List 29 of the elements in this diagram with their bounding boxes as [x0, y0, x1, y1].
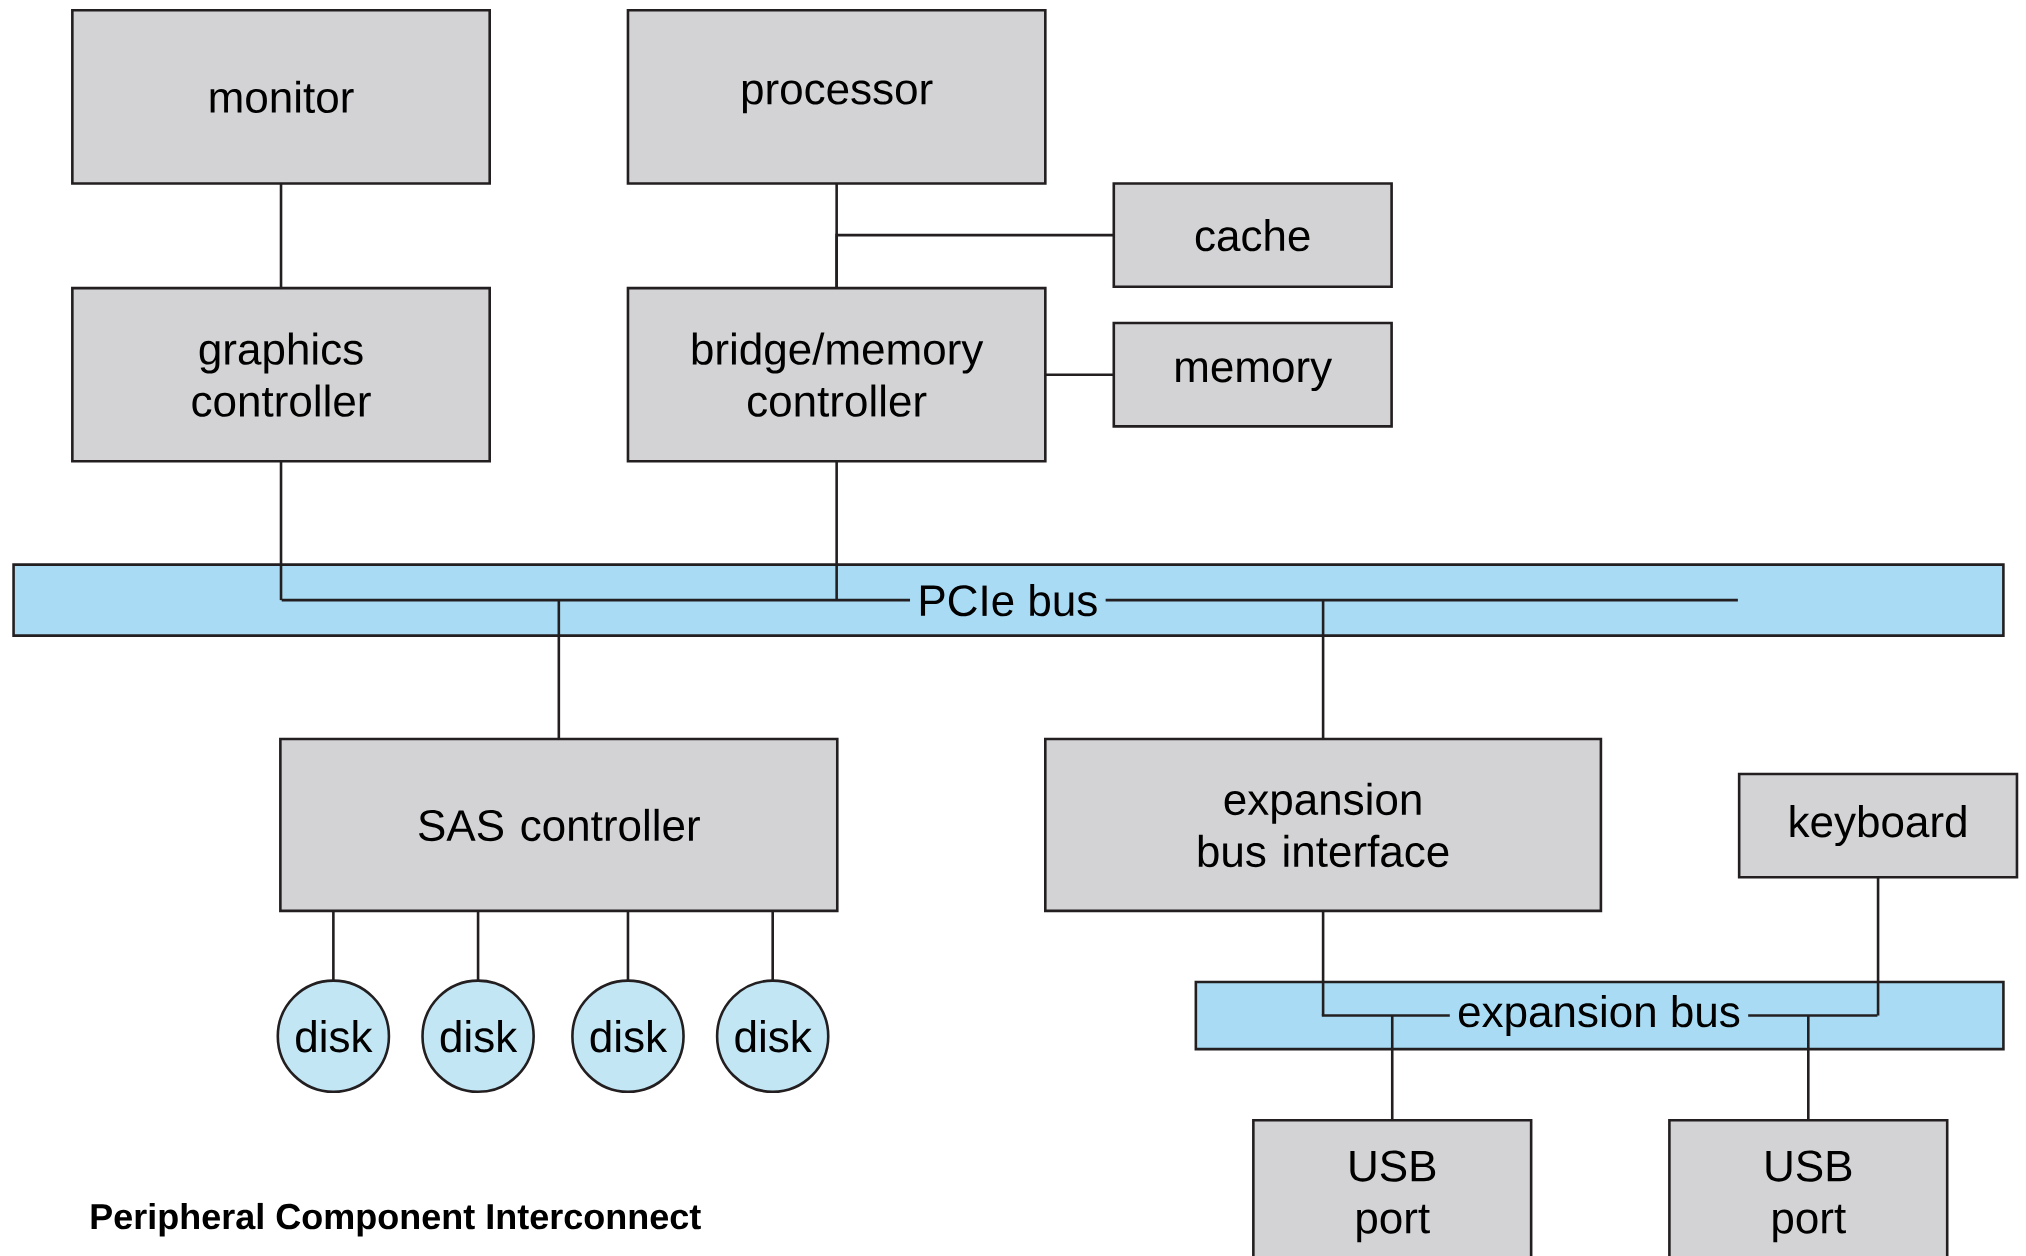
component-box: monitor: [71, 9, 491, 185]
connector-line: [279, 183, 283, 289]
component-box: graphics controller: [71, 286, 491, 463]
connector-line: [1876, 877, 1880, 1016]
connector-line: [1390, 1015, 1394, 1121]
component-box: SAS controller: [279, 737, 839, 913]
connector-line: [626, 910, 630, 981]
component-box: keyboard: [1737, 772, 2019, 879]
component-box: USB port: [1252, 1118, 1533, 1256]
component-box: memory: [1112, 321, 1393, 428]
component-box: bridge/memory controller: [626, 286, 1047, 463]
component-box: cache: [1112, 182, 1393, 289]
connector-line: [1321, 600, 1325, 740]
connector-line: [835, 233, 1114, 289]
connector-line: [1807, 1015, 1810, 1121]
component-box: processor: [626, 9, 1047, 185]
bus-tube: expansion bus: [1194, 980, 2005, 1051]
connector-line: [1321, 910, 1325, 1016]
component-box: expansion bus interface: [1044, 737, 1603, 913]
caption: Peripheral Component Interconnect: [91, 1202, 701, 1237]
connector-line: [771, 910, 774, 981]
connector-line: [557, 600, 561, 740]
component-box: USB port: [1668, 1118, 1949, 1256]
connector-line: [835, 461, 838, 601]
bus-tube: PCIe bus: [12, 563, 2005, 637]
connector-line: [279, 461, 283, 601]
connector-line: [332, 910, 335, 981]
connector-line: [476, 910, 480, 981]
connector-line: [1045, 373, 1114, 377]
